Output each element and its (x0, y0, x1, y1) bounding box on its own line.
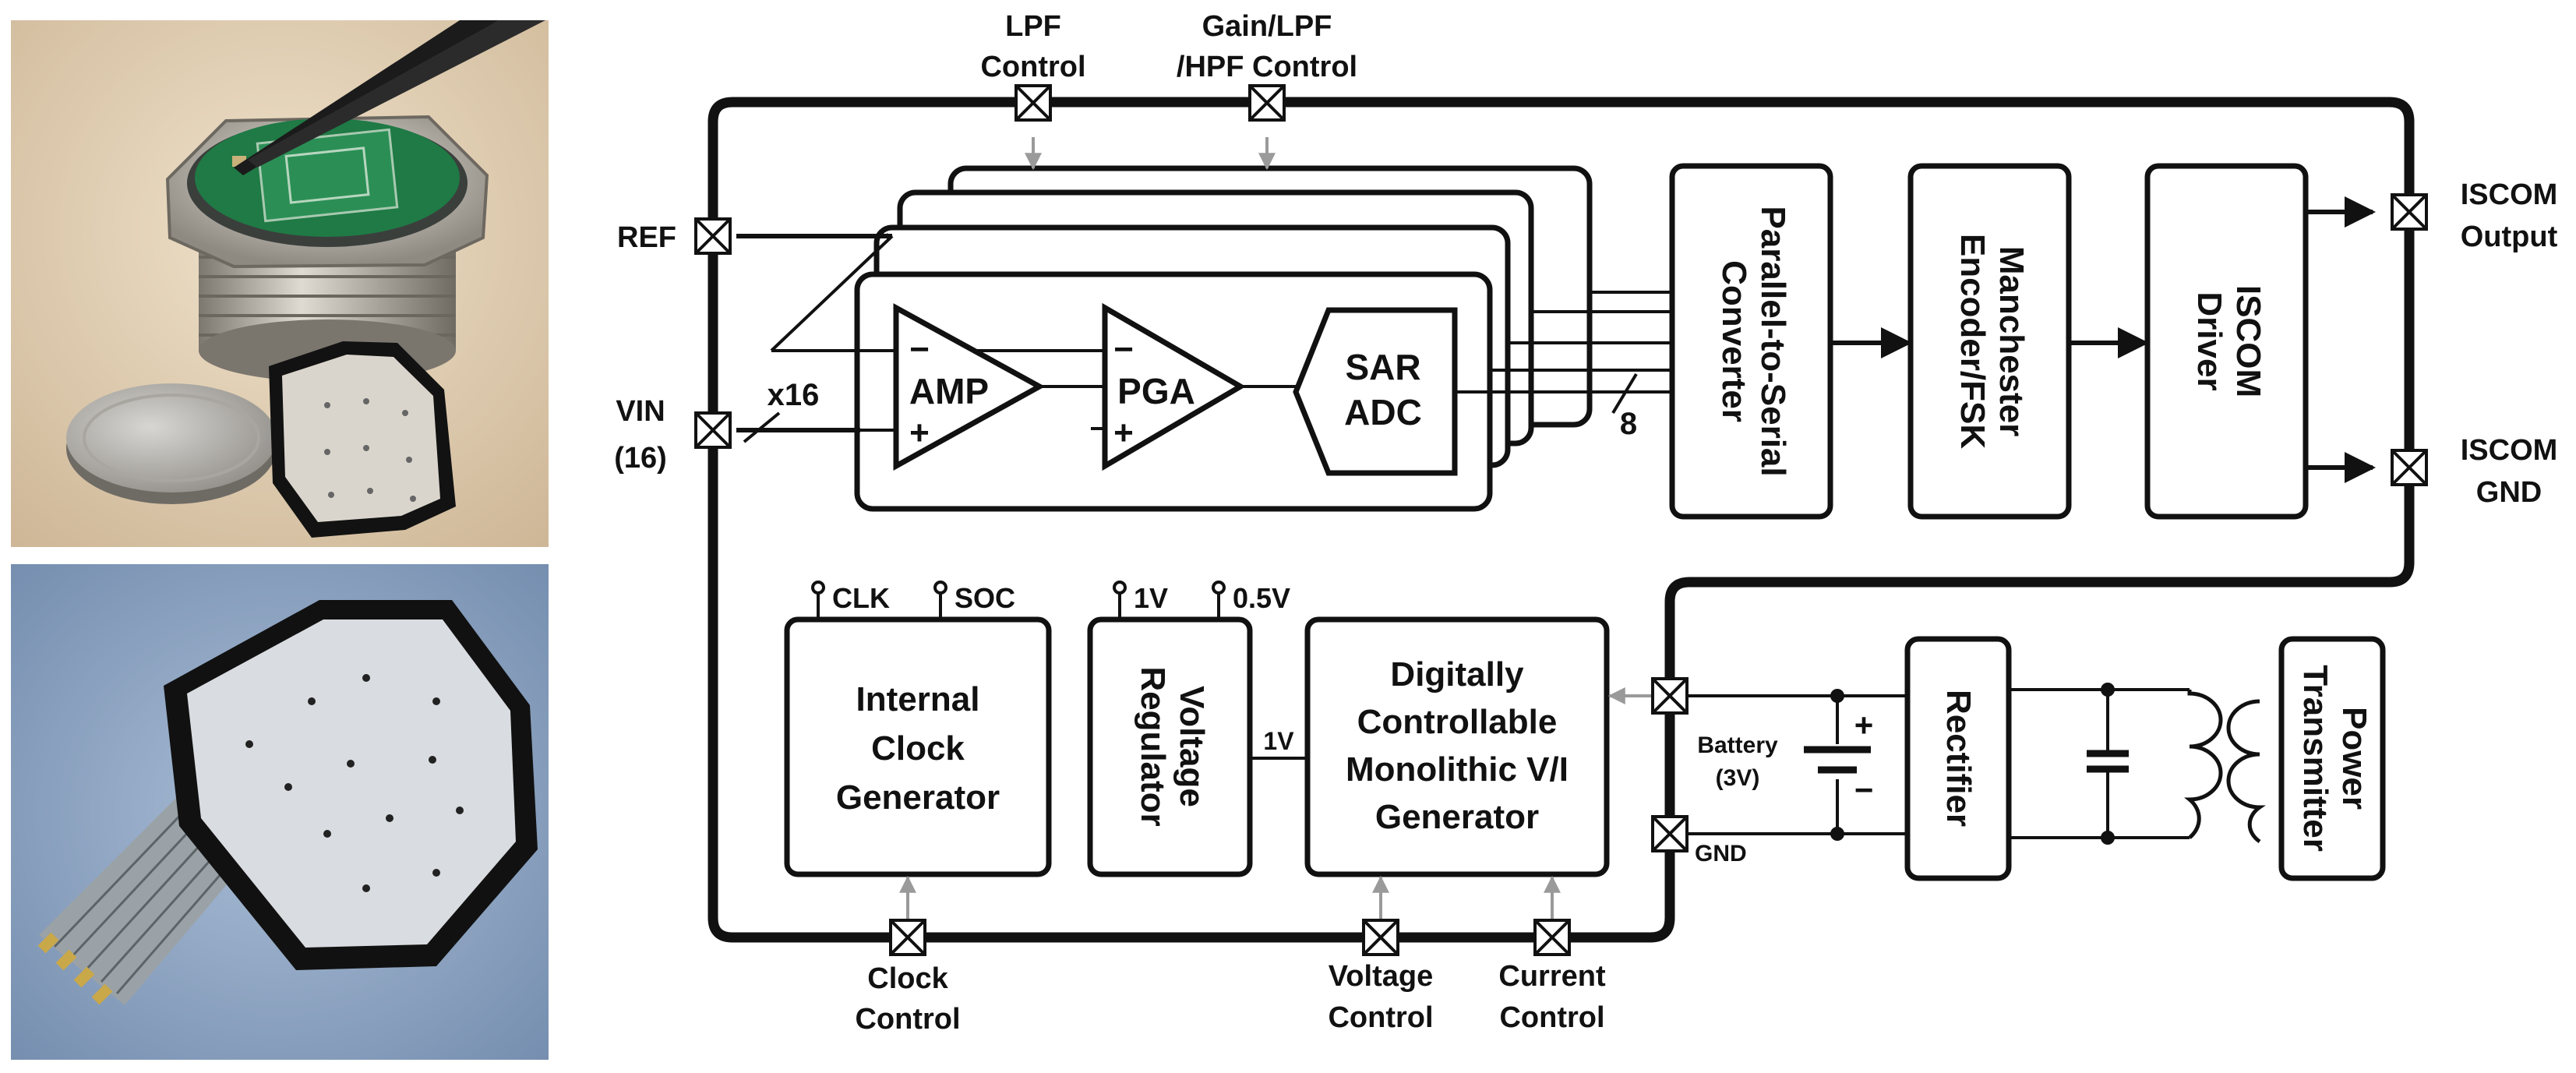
p2s-label-1: Parallel-to-Serial (1754, 206, 1792, 476)
pad-gnd (1651, 815, 1689, 852)
amp-triangle (893, 303, 1046, 471)
block-diagram (694, 84, 2428, 956)
iscom-output-label-2: Output (2461, 221, 2558, 253)
iscom-driver-label-1: ISCOM (2229, 285, 2267, 397)
voltage-control-label-2: Control (1328, 1001, 1433, 1034)
power-tx-label-1: Power (2335, 707, 2373, 810)
pga-plus: + (1113, 414, 1134, 452)
lpf-control-label-2: Control (980, 51, 1085, 83)
regulator-label-1: Voltage (1173, 686, 1211, 807)
pad-iscom-output (2391, 193, 2428, 231)
regulator-block (1087, 616, 1253, 877)
vi-gen-label-1: Digitally (1390, 655, 1524, 694)
clock-gen-block (784, 616, 1052, 877)
rectifier-label: Rectifier (1939, 690, 1978, 827)
soc-tap-label: SOC (955, 582, 1015, 614)
current-control-label-2: Control (1499, 1001, 1604, 1034)
amp-minus: − (909, 330, 930, 369)
adc-label: ADC (1344, 392, 1422, 432)
x16-label: x16 (768, 378, 820, 412)
clock-control-label-2: Control (855, 1003, 960, 1036)
vi-gen-block (1304, 616, 1610, 877)
implant-housing-icon (165, 115, 489, 382)
pad-lpf-control (1015, 84, 1052, 122)
chip-outline (708, 97, 2415, 943)
v05-tap-label: 0.5V (1233, 582, 1290, 614)
transmitter-coil (2226, 699, 2266, 844)
sar-label: SAR (1345, 347, 1420, 387)
lpf-control-label-1: LPF (1005, 10, 1061, 43)
clock-control-label-1: Clock (867, 962, 948, 995)
power-tx-label-2: Transmitter (2296, 665, 2334, 852)
one-v-wire-label: 1V (1263, 727, 1294, 755)
labels: LPF Control Gain/LPF /HPF Control REF VI… (614, 10, 2557, 1036)
pad-vin (694, 411, 732, 449)
battery-label-1: Battery (1697, 732, 1778, 758)
battery-minus: − (1854, 771, 1874, 808)
rectifier-block (1904, 636, 2012, 881)
battery-label-2: (3V) (1716, 765, 1760, 791)
ref-label: REF (617, 221, 676, 254)
clock-gen-label-1: Internal (856, 680, 980, 718)
pad-iscom-gnd (2391, 449, 2428, 486)
electrode-icon (269, 341, 456, 538)
v1-tap-label: 1V (1134, 582, 1168, 614)
pga-triangle (1102, 302, 1246, 471)
vin-label-1: VIN (616, 395, 665, 428)
pad-ref (694, 217, 732, 255)
gain-control-label-1: Gain/LPF (1202, 10, 1332, 43)
pad-current-control (1533, 919, 1571, 956)
sar-adc-shape (1293, 307, 1458, 476)
tweezers-icon (234, 20, 545, 175)
voltage-control-label-1: Voltage (1329, 960, 1433, 993)
p2s-label-2: Converter (1715, 260, 1753, 422)
iscom-driver-label-2: Driver (2190, 291, 2228, 390)
vin-label-2: (16) (614, 442, 667, 475)
amp-plus: + (909, 414, 930, 452)
current-control-label-1: Current (1498, 960, 1606, 993)
pad-power-in (1651, 677, 1689, 715)
gain-control-label-2: /HPF Control (1177, 51, 1357, 83)
regulator-label-2: Regulator (1134, 666, 1172, 826)
pga-label: PGA (1117, 371, 1195, 411)
iscom-gnd-label-2: GND (2476, 476, 2542, 509)
pad-voltage-control (1362, 919, 1399, 956)
flexible-electrode-photo (11, 564, 549, 1060)
pad-clock-control (889, 919, 926, 956)
amp-label: AMP (909, 371, 989, 411)
gnd-label: GND (1695, 841, 1747, 867)
clk-tap-label: CLK (832, 582, 890, 614)
vi-gen-label-4: Generator (1375, 798, 1539, 836)
iscom-gnd-label-1: ISCOM (2461, 434, 2558, 467)
receiver-coil (2184, 690, 2223, 839)
manchester-label-1: Manchester (1992, 246, 2031, 437)
bus-8-label: 8 (1620, 407, 1637, 441)
packaged-implant-photo (11, 20, 549, 547)
iscom-output-label-1: ISCOM (2461, 178, 2558, 211)
clock-gen-label-3: Generator (836, 778, 1000, 817)
vi-gen-label-2: Controllable (1357, 703, 1558, 741)
pga-minus: − (1113, 330, 1134, 369)
battery-plus: + (1854, 707, 1874, 743)
power-transmitter-block (2278, 636, 2386, 881)
vi-gen-label-3: Monolithic V/I (1346, 750, 1569, 789)
manchester-label-2: Encoder/FSK (1953, 234, 1992, 449)
clock-gen-label-2: Clock (871, 729, 965, 768)
coin-icon (66, 383, 277, 504)
pad-gain-control (1248, 84, 1286, 122)
